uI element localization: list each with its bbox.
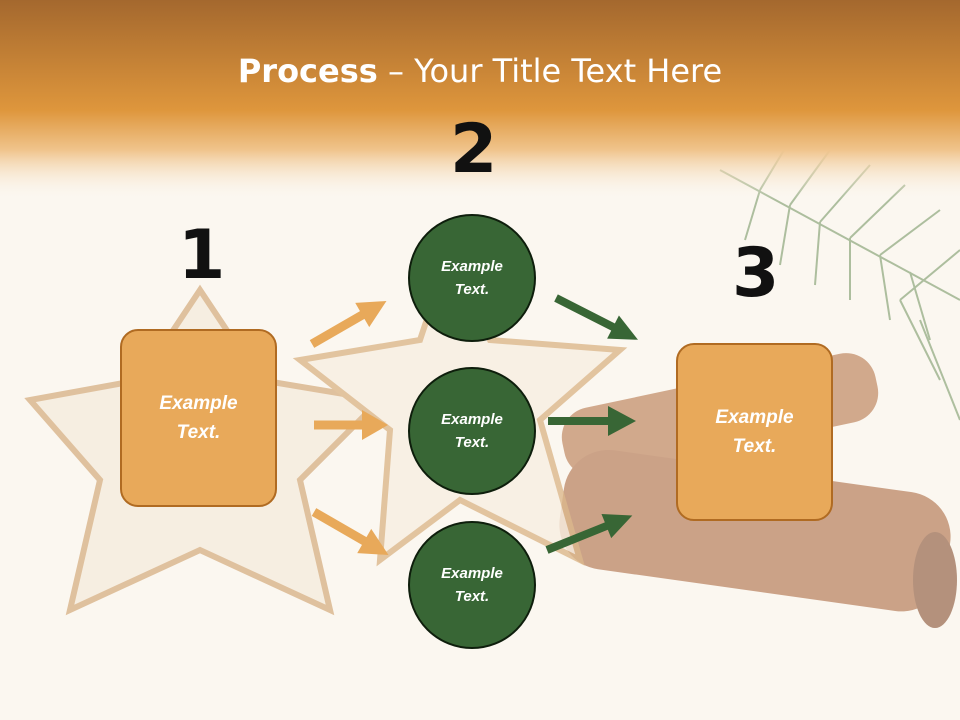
green-arrow-bottom xyxy=(545,513,633,554)
green-arrow-middle xyxy=(548,406,636,436)
orange-arrow-up xyxy=(309,301,387,348)
circle-middle-text: Example Text. xyxy=(441,411,503,451)
step-number-2: 2 xyxy=(450,110,498,189)
step-2-circle-middle: Example Text. xyxy=(408,367,536,495)
circle-top-text: Example Text. xyxy=(441,258,503,298)
step-3-text: Example Text. xyxy=(715,407,794,457)
title-bold: Process xyxy=(237,52,378,90)
step-number-3: 3 xyxy=(732,234,780,313)
step-1-box: Example Text. xyxy=(120,329,277,507)
orange-arrow-down xyxy=(311,508,389,555)
circle-bottom-text: Example Text. xyxy=(441,565,503,605)
title-rest: – Your Title Text Here xyxy=(377,52,723,90)
step-2-circle-bottom: Example Text. xyxy=(408,521,536,649)
green-arrow-top xyxy=(554,294,638,340)
step-3-box: Example Text. xyxy=(676,343,833,521)
slide-title: Process – Your Title Text Here xyxy=(0,52,960,90)
orange-arrow-middle xyxy=(314,410,388,440)
step-1-text: Example Text. xyxy=(159,393,238,443)
step-number-1: 1 xyxy=(178,216,226,295)
step-2-circle-top: Example Text. xyxy=(408,214,536,342)
